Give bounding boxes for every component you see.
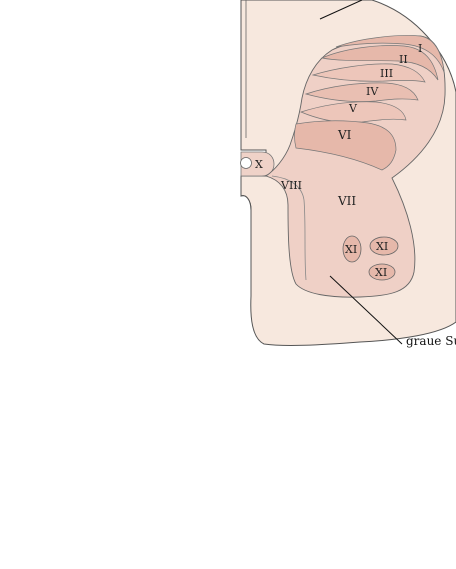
label-lamina-x: X — [255, 158, 263, 171]
label-lamina-vi: VI — [337, 128, 352, 142]
lamina-iii-band — [311, 63, 426, 83]
label-lamina-xi-right: XI — [376, 240, 388, 253]
grey-matter-leader-line — [329, 275, 403, 345]
lamina-viii-border — [271, 175, 307, 281]
lamina-ii-band — [320, 45, 439, 81]
label-lamina-vii: VII — [337, 194, 356, 208]
central-canal — [240, 157, 252, 169]
label-lamina-iv: IV — [366, 85, 379, 98]
lamina-xi-nucleus-right — [369, 236, 399, 256]
lamina-i-band — [335, 35, 445, 73]
lamina-xi-nucleus-lower — [368, 263, 396, 281]
label-lamina-viii: VIII — [280, 179, 302, 192]
top-leader-line — [319, 0, 363, 20]
grey-matter-annotation: graue Su — [406, 334, 456, 348]
lamina-xi-nucleus-left — [342, 235, 362, 263]
label-lamina-ii: II — [399, 53, 408, 66]
label-lamina-iii: III — [380, 67, 393, 80]
label-lamina-i: I — [418, 42, 422, 55]
label-lamina-v: V — [348, 102, 358, 115]
lamina-iv-band — [304, 82, 419, 102]
lamina-vi-band — [294, 120, 397, 171]
ventral-fissure — [240, 195, 252, 296]
lamina-x-region — [240, 151, 275, 177]
label-lamina-xi-lower: XI — [375, 266, 387, 279]
label-lamina-xi-left: XI — [345, 243, 357, 256]
grey-matter — [264, 35, 446, 298]
